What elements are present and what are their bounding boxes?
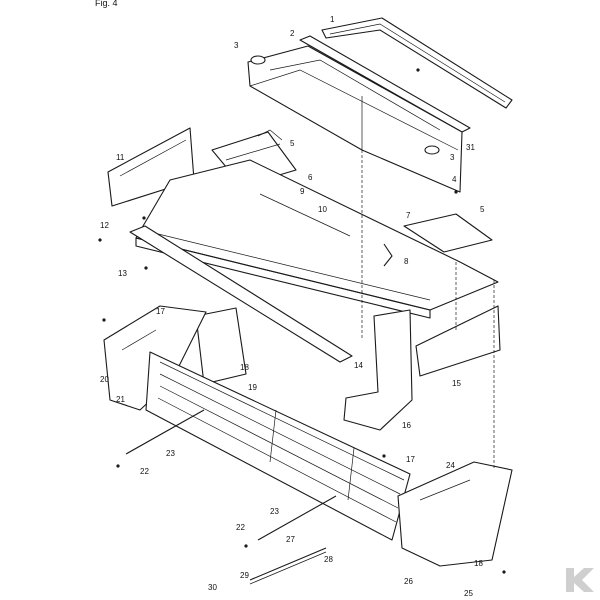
callout-7: 7 [406, 211, 411, 220]
callout-20: 20 [100, 375, 109, 384]
part-8-bracket [383, 243, 393, 267]
callout-22a: 22 [140, 467, 149, 476]
callout-24: 24 [446, 461, 455, 470]
callout-3b: 3 [450, 153, 455, 162]
part-15-right-panel [415, 305, 501, 377]
callout-6: 6 [308, 173, 313, 182]
bolts [98, 68, 506, 574]
part-4-cover-sheet [247, 45, 463, 193]
callout-18a: 18 [240, 363, 249, 372]
part-29-chain [249, 547, 327, 585]
part-3-caps [250, 55, 440, 155]
callout-1: 1 [330, 15, 335, 24]
callout-8: 8 [404, 257, 409, 266]
callout-29: 29 [240, 571, 249, 580]
callout-3a: 3 [234, 41, 239, 50]
callout-18b: 18 [474, 559, 483, 568]
callout-28: 28 [324, 555, 333, 564]
callout-13: 13 [118, 269, 127, 278]
callout-2: 2 [290, 29, 295, 38]
callout-5b: 5 [480, 205, 485, 214]
callout-14: 14 [354, 361, 363, 370]
callout-16: 16 [402, 421, 411, 430]
part-10-main-deck [135, 159, 499, 319]
callout-12: 12 [100, 221, 109, 230]
callout-23a: 23 [166, 449, 175, 458]
callout-labels: 1 2 3 3 4 5 5 6 7 8 9 10 11 12 13 14 15 … [100, 15, 485, 598]
callout-26: 26 [404, 577, 413, 586]
part-12-front-lip [129, 225, 353, 363]
part-1-top-rail [321, 17, 513, 109]
k-logo [560, 565, 596, 595]
callout-31: 31 [466, 143, 475, 152]
part-18-inner-panel [195, 307, 247, 385]
callout-17a: 17 [156, 307, 165, 316]
callout-4: 4 [452, 175, 457, 184]
callout-22b: 22 [236, 523, 245, 532]
part-19-reel-frame [145, 351, 411, 541]
callout-19: 19 [248, 383, 257, 392]
callout-11: 11 [116, 153, 125, 162]
figure-title: Fig. 4 [95, 0, 118, 8]
callout-10: 10 [318, 205, 327, 214]
part-23-shafts [125, 409, 337, 541]
callout-15: 15 [452, 379, 461, 388]
part-24-right-end-plate [397, 461, 513, 567]
callout-30: 30 [208, 583, 217, 592]
part-7-plate [403, 213, 493, 253]
assembly-lines [361, 150, 495, 470]
part-16-support [343, 309, 413, 431]
callout-27: 27 [286, 535, 295, 544]
callout-21: 21 [116, 395, 125, 404]
callout-25: 25 [464, 589, 473, 598]
callout-9: 9 [300, 187, 305, 196]
callout-23b: 23 [270, 507, 279, 516]
callout-17b: 17 [406, 455, 415, 464]
callout-5a: 5 [290, 139, 295, 148]
